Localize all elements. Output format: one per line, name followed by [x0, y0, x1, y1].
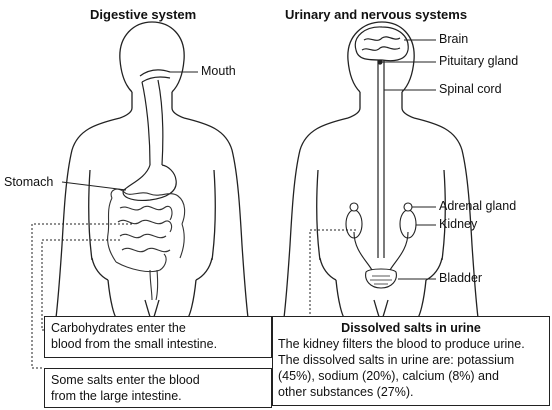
salts-line-1: Some salts enter the blood: [51, 372, 265, 388]
intestines: [108, 189, 185, 300]
carbohydrates-box: Carbohydrates enter the blood from the s…: [44, 316, 272, 358]
urinary-nervous-title: Urinary and nervous systems: [285, 7, 467, 22]
urine-connector: [310, 230, 356, 316]
spinal-cord-label: Spinal cord: [439, 82, 502, 96]
dissolved-salts-box: Dissolved salts in urine The kidney filt…: [272, 316, 550, 406]
stomach-label: Stomach: [4, 175, 53, 189]
pituitary-label: Pituitary gland: [439, 54, 518, 68]
kidneys-organ: [346, 203, 416, 270]
urine-line-2: The dissolved salts in urine are: potass…: [278, 352, 544, 368]
bladder-organ: [366, 269, 397, 288]
brain-organ: [355, 27, 408, 61]
urine-line-4: other substances (27%).: [278, 384, 544, 400]
stomach-pointer: [62, 182, 126, 190]
salts-box: Some salts enter the blood from the larg…: [44, 368, 272, 408]
stomach-organ: [123, 165, 176, 200]
urine-line-3: (45%), sodium (20%), calcium (8%) and: [278, 368, 544, 384]
carbs-line-2: blood from the small intestine.: [51, 336, 265, 352]
bladder-label: Bladder: [439, 271, 482, 285]
salts-line-2: from the large intestine.: [51, 388, 265, 404]
urine-line-1: The kidney filters the blood to produce …: [278, 336, 544, 352]
kidney-label: Kidney: [439, 217, 477, 231]
mouth-label: Mouth: [201, 64, 236, 78]
dissolved-salts-heading: Dissolved salts in urine: [278, 320, 544, 336]
esophagus: [140, 70, 170, 165]
brain-label: Brain: [439, 32, 468, 46]
spinal-cord-organ: [378, 60, 384, 258]
adrenal-label: Adrenal gland: [439, 199, 516, 213]
digestive-title: Digestive system: [90, 7, 196, 22]
carbs-line-1: Carbohydrates enter the: [51, 320, 265, 336]
